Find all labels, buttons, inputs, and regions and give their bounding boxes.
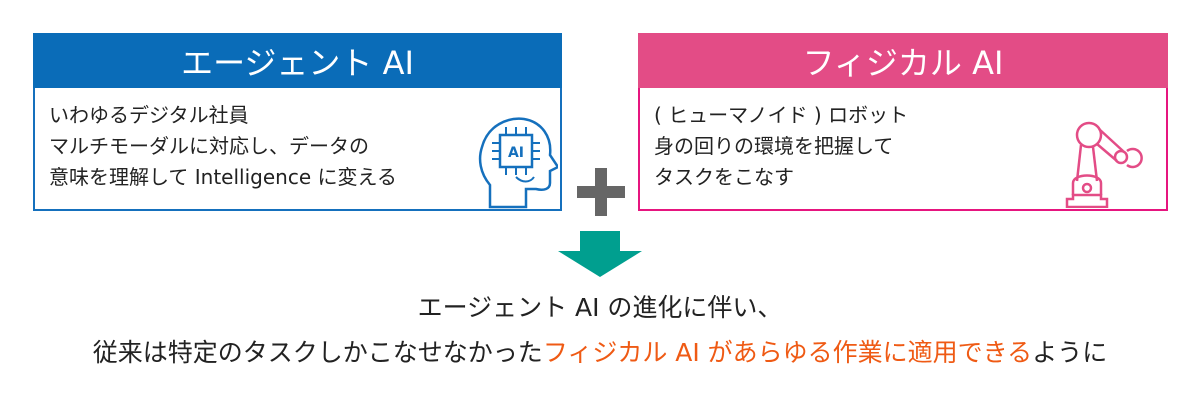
description-line: いわゆるデジタル社員 [49, 103, 249, 127]
agent-ai-card: エージェント AI いわゆるデジタル社員 マルチモーダルに対応し、データの 意味… [33, 33, 562, 211]
physical-ai-card: フィジカル AI ( ヒューマノイド ) ロボット 身の回りの環境を把握して タ… [638, 33, 1168, 211]
description-line: 意味を理解して Intelligence に変える [49, 165, 397, 189]
plus-icon [577, 168, 625, 216]
physical-ai-title: フィジカル AI [638, 33, 1168, 88]
physical-ai-description: ( ヒューマノイド ) ロボット 身の回りの環境を把握して タスクをこなす [640, 88, 1166, 205]
description-line: ( ヒューマノイド ) ロボット [654, 103, 909, 127]
agent-ai-title: エージェント AI [33, 33, 562, 88]
robot-arm-icon [1065, 121, 1143, 208]
agent-ai-description: いわゆるデジタル社員 マルチモーダルに対応し、データの 意味を理解して Inte… [35, 88, 560, 205]
down-arrow-icon [558, 231, 642, 277]
description-line: 身の回りの環境を把握して [654, 134, 894, 158]
ai-head-icon: AI [478, 117, 558, 209]
chip-label: AI [508, 145, 524, 161]
description-line: マルチモーダルに対応し、データの [49, 134, 369, 158]
conclusion-text: 従来は特定のタスクしかこなせなかった [92, 338, 543, 367]
description-line: タスクをこなす [654, 165, 794, 189]
conclusion-highlight: フィジカル AI があらゆる作業に適用できる [542, 338, 1033, 367]
conclusion-line-1: エージェント AI の進化に伴い、 [417, 293, 783, 322]
conclusion-line-2: 従来は特定のタスクしかこなせなかったフィジカル AI があらゆる作業に適用できる… [0, 333, 1200, 369]
conclusion-text: ように [1032, 338, 1108, 367]
